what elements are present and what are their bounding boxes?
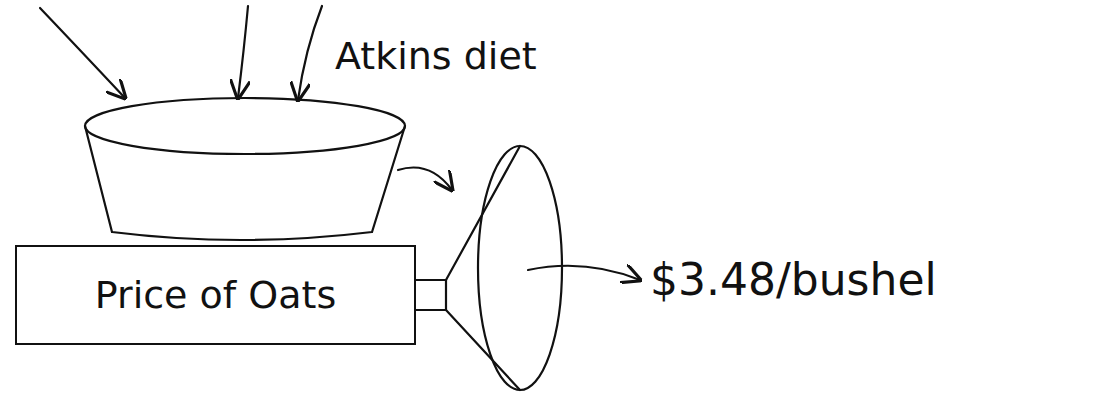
note-label: Atkins diet <box>335 34 537 78</box>
note-label: $3.48/bushel <box>650 254 937 305</box>
horn-mouth <box>478 146 562 390</box>
hopper-bowl <box>85 126 405 240</box>
hopper-rim <box>85 98 405 154</box>
feed-arrow <box>398 168 452 191</box>
input-arrow <box>298 6 322 100</box>
input-arrow <box>40 8 125 98</box>
horn-cone <box>446 146 520 390</box>
horn-neck <box>416 280 446 310</box>
process-box: Price of Oats <box>15 245 416 345</box>
box-text: Price of Oats <box>95 273 336 317</box>
input-arrow <box>238 6 248 98</box>
output-arrow <box>528 266 640 280</box>
